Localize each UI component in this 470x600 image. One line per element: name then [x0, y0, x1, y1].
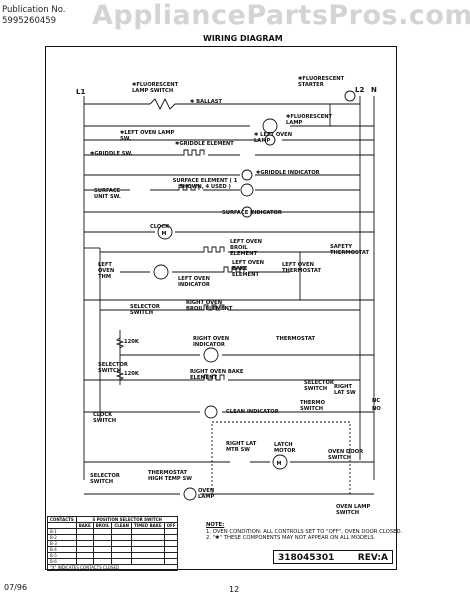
fluorescent-lamp-switch-label: ✱FLUORESCENT LAMP SWITCH — [132, 82, 179, 94]
clean-indicator-symbol — [204, 405, 218, 419]
selector-switch2-label: SELECTOR SWITCH — [98, 362, 128, 374]
oven-door-switch-label: OVEN DOOR SWITCH — [328, 449, 364, 461]
ballast-label: ✱ BALLAST — [190, 99, 223, 105]
notes: NOTE: 1. OVEN CONDITION: ALL CONTROLS SE… — [206, 522, 402, 542]
thermo-switch-label: THERMO SWITCH — [300, 400, 325, 412]
right-lat-switch-label: RIGHT LAT SW — [334, 384, 356, 396]
note-1: 1. OVEN CONDITION: ALL CONTROLS SET TO "… — [206, 528, 403, 535]
latch-motor-label: LATCH MOTOR — [274, 442, 296, 454]
table-row: B-3 — [47, 540, 179, 547]
latch-motor-symbol — [272, 454, 288, 470]
page-number: 12 — [229, 585, 240, 594]
footer-date: 07/96 — [4, 583, 28, 592]
griddle-indicator-label: ✱GRIDDLE INDICATOR — [256, 170, 320, 176]
fluorescent-lamp-label: ✱FLUORESCENT LAMP — [286, 114, 333, 126]
left-oven-lamp-label: ✱ LEFT OVEN LAMP — [254, 132, 293, 144]
thermostat-label: THERMOSTAT — [276, 336, 316, 342]
selector-switch-label: SELECTOR SWITCH — [130, 304, 160, 316]
nc-label: NC — [372, 398, 381, 404]
griddle-element-label: ✱GRIDDLE ELEMENT — [175, 141, 234, 147]
fluorescent-starter-label: ✱FLUORESCENT STARTER — [298, 76, 345, 88]
surface-unit-sw-label: SURFACE UNIT SW. — [94, 188, 121, 200]
left-oven-broil-element-label: LEFT OVEN BROIL ELEMENT — [230, 239, 262, 257]
oven-lamp-label: OVEN LAMP — [198, 488, 215, 500]
diagram-title: WIRING DIAGRAM — [203, 34, 283, 43]
right-oven-broil-element-label: RIGHT OVEN BROIL ELEMENT — [186, 300, 233, 312]
publication-number: 5995260459 — [2, 16, 57, 26]
note-2: 2. "✱" THESE COMPONENTS MAY NOT APPEAR O… — [206, 535, 376, 541]
right-oven-indicator-label: RIGHT OVEN INDICATOR — [193, 336, 230, 348]
selector-switch4-label: SELECTOR SWITCH — [90, 473, 120, 485]
left-oven-indicator-label: LEFT OVEN INDICATOR — [178, 276, 210, 288]
contacts-table-header: BAKE — [75, 522, 94, 529]
clock-switch-label: CLOCK SWITCH — [93, 412, 117, 424]
watermark: AppliancePartsPros.com — [92, 0, 470, 31]
l1-label: L1 — [76, 88, 86, 96]
left-oven-lamp-symbol — [264, 134, 276, 146]
griddle-indicator-symbol — [241, 169, 253, 181]
resistor-120k-b-label: 120K — [124, 371, 139, 377]
contacts-table-header: BROIL — [92, 522, 113, 529]
part-number: 318045301 — [278, 553, 335, 563]
left-oven-bake-element-label: LEFT OVEN BAKE ELEMENT — [232, 260, 264, 278]
l2-label: L2 — [355, 86, 365, 94]
clock-label: CLOCK — [150, 224, 170, 230]
left-oven-lamp-sw-label: ✱LEFT OVEN LAMP SW. — [120, 130, 175, 142]
contacts-table-footnote: "X" INDICATES CONTACTS CLOSED — [46, 564, 179, 571]
oven-lamp-symbol — [183, 487, 197, 501]
publication-info: Publication No. 5995260459 — [2, 5, 65, 27]
revision: REV:A — [357, 553, 388, 563]
clean-indicator-label: CLEAN INDICATOR — [226, 409, 279, 415]
fluorescent-lamp-symbol — [262, 118, 278, 134]
left-oven-thermostat2-label: LEFT OVEN THERMOSTAT — [282, 262, 322, 274]
surface-element-label: SURFACE ELEMENT ( 1 SHOWN, 4 USED ) — [172, 178, 238, 190]
contacts-table: CONTACTS S POSITION SELECTOR SWITCH BAKE… — [46, 516, 179, 571]
right-oven-indicator-symbol — [203, 347, 219, 363]
resistor-120k-a-label: 120K — [124, 339, 139, 345]
surface-indicator-symbol — [241, 206, 253, 218]
surface-indicator-label: SURFACE INDICATOR — [222, 210, 282, 216]
surface-element-symbol — [240, 183, 254, 197]
right-lat-mtr-sw-label: RIGHT LAT MTR SW — [226, 441, 257, 453]
contacts-table-header: TIMED BAKE — [130, 522, 165, 529]
svg-text:M: M — [277, 461, 282, 467]
fluorescent-starter-symbol — [344, 90, 356, 102]
left-oven-thermostat-label: LEFT OVEN THM — [98, 262, 115, 280]
safety-thermostat-label: SAFETY THERMOSTAT — [330, 244, 370, 256]
griddle-sw-label: ✱GRIDDLE SW. — [90, 151, 133, 157]
selector-switch3-label: SELECTOR SWITCH — [304, 380, 334, 392]
contacts-table-header-contacts: CONTACTS — [47, 516, 77, 523]
svg-text:M: M — [162, 231, 167, 237]
notes-heading: NOTE: — [206, 522, 225, 528]
contacts-table-header: CLEAN — [111, 522, 132, 529]
thermostat-high-temp-sw-label: THERMOSTAT HIGH TEMP SW — [148, 470, 192, 482]
part-number-box: 318045301 REV:A — [273, 550, 393, 564]
diagram-frame — [45, 46, 397, 570]
oven-lamp-switch-label: OVEN LAMP SWITCH — [336, 504, 371, 516]
n-label: N — [371, 86, 377, 94]
no-label: NO — [372, 406, 381, 412]
publication-label: Publication No. — [2, 5, 66, 15]
right-oven-bake-element-label: RIGHT OVEN BAKE ELEMENT — [190, 369, 244, 381]
left-oven-indicator-symbol — [153, 264, 169, 280]
clock-motor-symbol — [157, 224, 173, 240]
